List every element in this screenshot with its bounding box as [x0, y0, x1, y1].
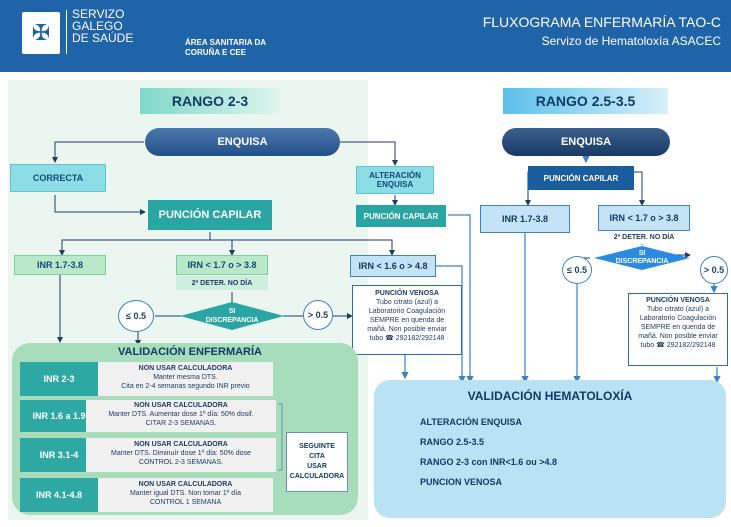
hematology-item: ALTERACIÓN ENQUISA — [420, 417, 522, 427]
row-inr-2-3-text: NON USAR CALCULADORA Manter mesma DTS. C… — [98, 362, 273, 396]
header-divider — [66, 10, 67, 54]
irn-out-of-range-left: IRN < 1.7 o > 3.8 — [176, 255, 268, 275]
validacion-hematoloxia-list: ALTERACIÓN ENQUISA RANGO 2.5-3.5 RANGO 2… — [420, 412, 700, 492]
validacion-enfermaria-title: VALIDACIÓN ENFERMARÍA — [117, 346, 262, 358]
range-2-5-3-5-header: RANGO 2.5-3.5 — [503, 88, 668, 114]
validacion-hematoloxia-title: VALIDACIÓN HEMATOLOXÍA — [467, 389, 633, 403]
range-2-3-header: RANGO 2-3 — [140, 88, 280, 114]
le-0-5-right: ≤ 0.5 — [562, 256, 592, 284]
page-title: FLUXOGRAMA ENFERMARÍA TAO-C — [482, 14, 721, 30]
second-determination-right: 2ª DETER. NO DÍA — [598, 231, 690, 244]
header-banner — [0, 0, 731, 72]
irn-1-6-4-8-box: IRN < 1.6 o > 4.8 — [350, 255, 436, 277]
row-inr-1-6-1-9-label: INR 1.6 a 1.9 — [20, 400, 98, 432]
galicia-shield-icon: ✠ — [22, 12, 60, 54]
le-0-5-left: ≤ 0.5 — [118, 300, 154, 332]
puncion-capilar-alteracion: PUNCIÓN CAPILAR — [356, 205, 446, 227]
puncion-capilar-left: PUNCIÓN CAPILAR — [148, 200, 272, 230]
row-inr-3-1-4-text: NON USAR CALCULADORA Manter DTS. Diminuí… — [86, 438, 276, 472]
hematology-item: RANGO 2.5-3.5 — [420, 437, 485, 447]
validacion-hematoloxia-panel — [374, 380, 726, 518]
second-determination-left: 2ª DETER. NO DÍA — [176, 276, 268, 290]
row-inr-1-6-1-9-text: NON USAR CALCULADORA Manter DTS. Aumenta… — [86, 400, 276, 432]
correcta-box: CORRECTA — [10, 164, 106, 192]
inr-1-7-3-8-right: INR 1.7-3.8 — [480, 205, 570, 233]
gt-0-5-left: > 0.5 — [303, 300, 333, 330]
gt-0-5-right: > 0.5 — [700, 256, 728, 284]
irn-out-of-range-right: IRN < 1.7 o > 3.8 — [598, 205, 690, 231]
enquisa-right: ENQUISA — [502, 128, 670, 156]
row-inr-2-3-label: INR 2-3 — [20, 362, 98, 396]
hematology-item: PUNCION VENOSA — [420, 477, 503, 487]
inr-1-7-3-8-left: INR 1.7-3.8 — [14, 255, 106, 275]
puncion-venosa-right: PUNCIÓN VENOSA Tubo citrato (azul) a Lab… — [628, 293, 728, 366]
row-inr-3-1-4-label: INR 3.1-4 — [20, 438, 98, 472]
puncion-capilar-right: PUNCIÓN CAPILAR — [528, 166, 634, 190]
puncion-venosa-left: PUNCIÓN VENOSA Tubo citrato (azul) a Lab… — [352, 285, 462, 355]
row-inr-4-1-4-8-label: INR 4.1-4.8 — [20, 478, 98, 512]
hematology-item: RANGO 2-3 con INR<1.6 ou >4.8 — [420, 457, 558, 467]
enquisa-left: ENQUISA — [145, 128, 340, 156]
page-subtitle: Servizo de Hematoloxía ASACEC — [541, 34, 721, 48]
row-inr-4-1-4-8-text: NON USAR CALCULADORA Manter igual DTS. N… — [98, 478, 273, 512]
